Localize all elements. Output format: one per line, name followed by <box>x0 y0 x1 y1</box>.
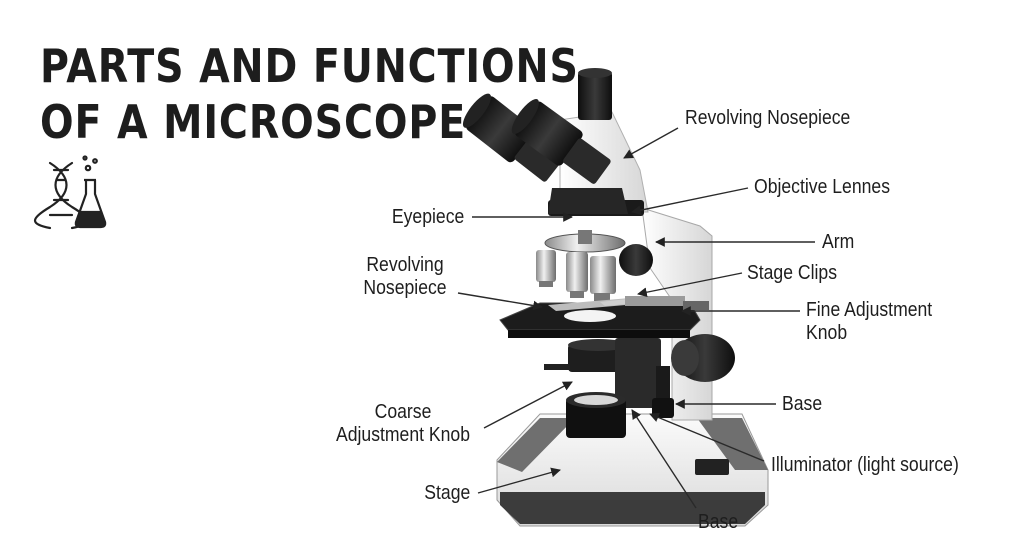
label-stage: Stage <box>424 482 470 504</box>
label-fine-adjustment-line2: Knob <box>806 322 848 344</box>
leader-stage <box>477 467 561 494</box>
title-line-2: OF A MICROSCOPE <box>40 95 467 149</box>
label-revolving-nosepiece-left-line2: Nosepiece <box>363 277 447 299</box>
label-arm: Arm <box>822 231 855 253</box>
label-fine-adjustment: Fine Adjustment Knob <box>806 299 932 345</box>
leader-objective-lenses <box>631 187 749 216</box>
label-revolving-nosepiece-left-line1: Revolving <box>366 254 444 276</box>
leader-revolving-nosepiece-left <box>457 292 543 311</box>
leader-illuminator <box>649 412 765 462</box>
condenser-and-knobs <box>544 334 735 418</box>
label-fine-adjustment-line1: Fine Adjustment <box>806 299 933 321</box>
leader-coarse-adjustment <box>483 381 573 429</box>
label-coarse-adjustment-line1: Coarse <box>374 401 432 423</box>
label-base-bottom: Base <box>698 511 739 533</box>
head-and-eyepieces <box>462 68 644 216</box>
label-revolving-nosepiece-top: Revolving Nosepiece <box>685 107 851 129</box>
label-coarse-adjustment: Coarse Adjustment Knob <box>332 401 475 447</box>
flask-icon <box>74 155 107 229</box>
label-coarse-adjustment-line2: Adjustment Knob <box>335 424 471 446</box>
label-illuminator: Illuminator (light source) <box>771 454 959 476</box>
title-line-1: PARTS AND FUNCTIONS <box>40 39 579 93</box>
page-title: PARTS AND FUNCTIONS OF A MICROSCOPE <box>40 38 579 150</box>
label-revolving-nosepiece-left: Revolving Nosepiece <box>348 254 462 300</box>
base-part <box>496 413 769 527</box>
leader-revolving-nosepiece-top <box>623 127 679 159</box>
label-stage-clips: Stage Clips <box>747 262 838 284</box>
leader-stage-clips <box>637 272 743 298</box>
leader-base-bottom <box>631 409 697 509</box>
label-objective-lenses: Objective Lennes <box>754 176 891 198</box>
label-eyepiece: Eyepiece <box>391 206 464 228</box>
label-base-right: Base <box>782 393 823 415</box>
illuminator-part <box>566 392 626 438</box>
nosepiece-and-objectives <box>536 230 653 301</box>
